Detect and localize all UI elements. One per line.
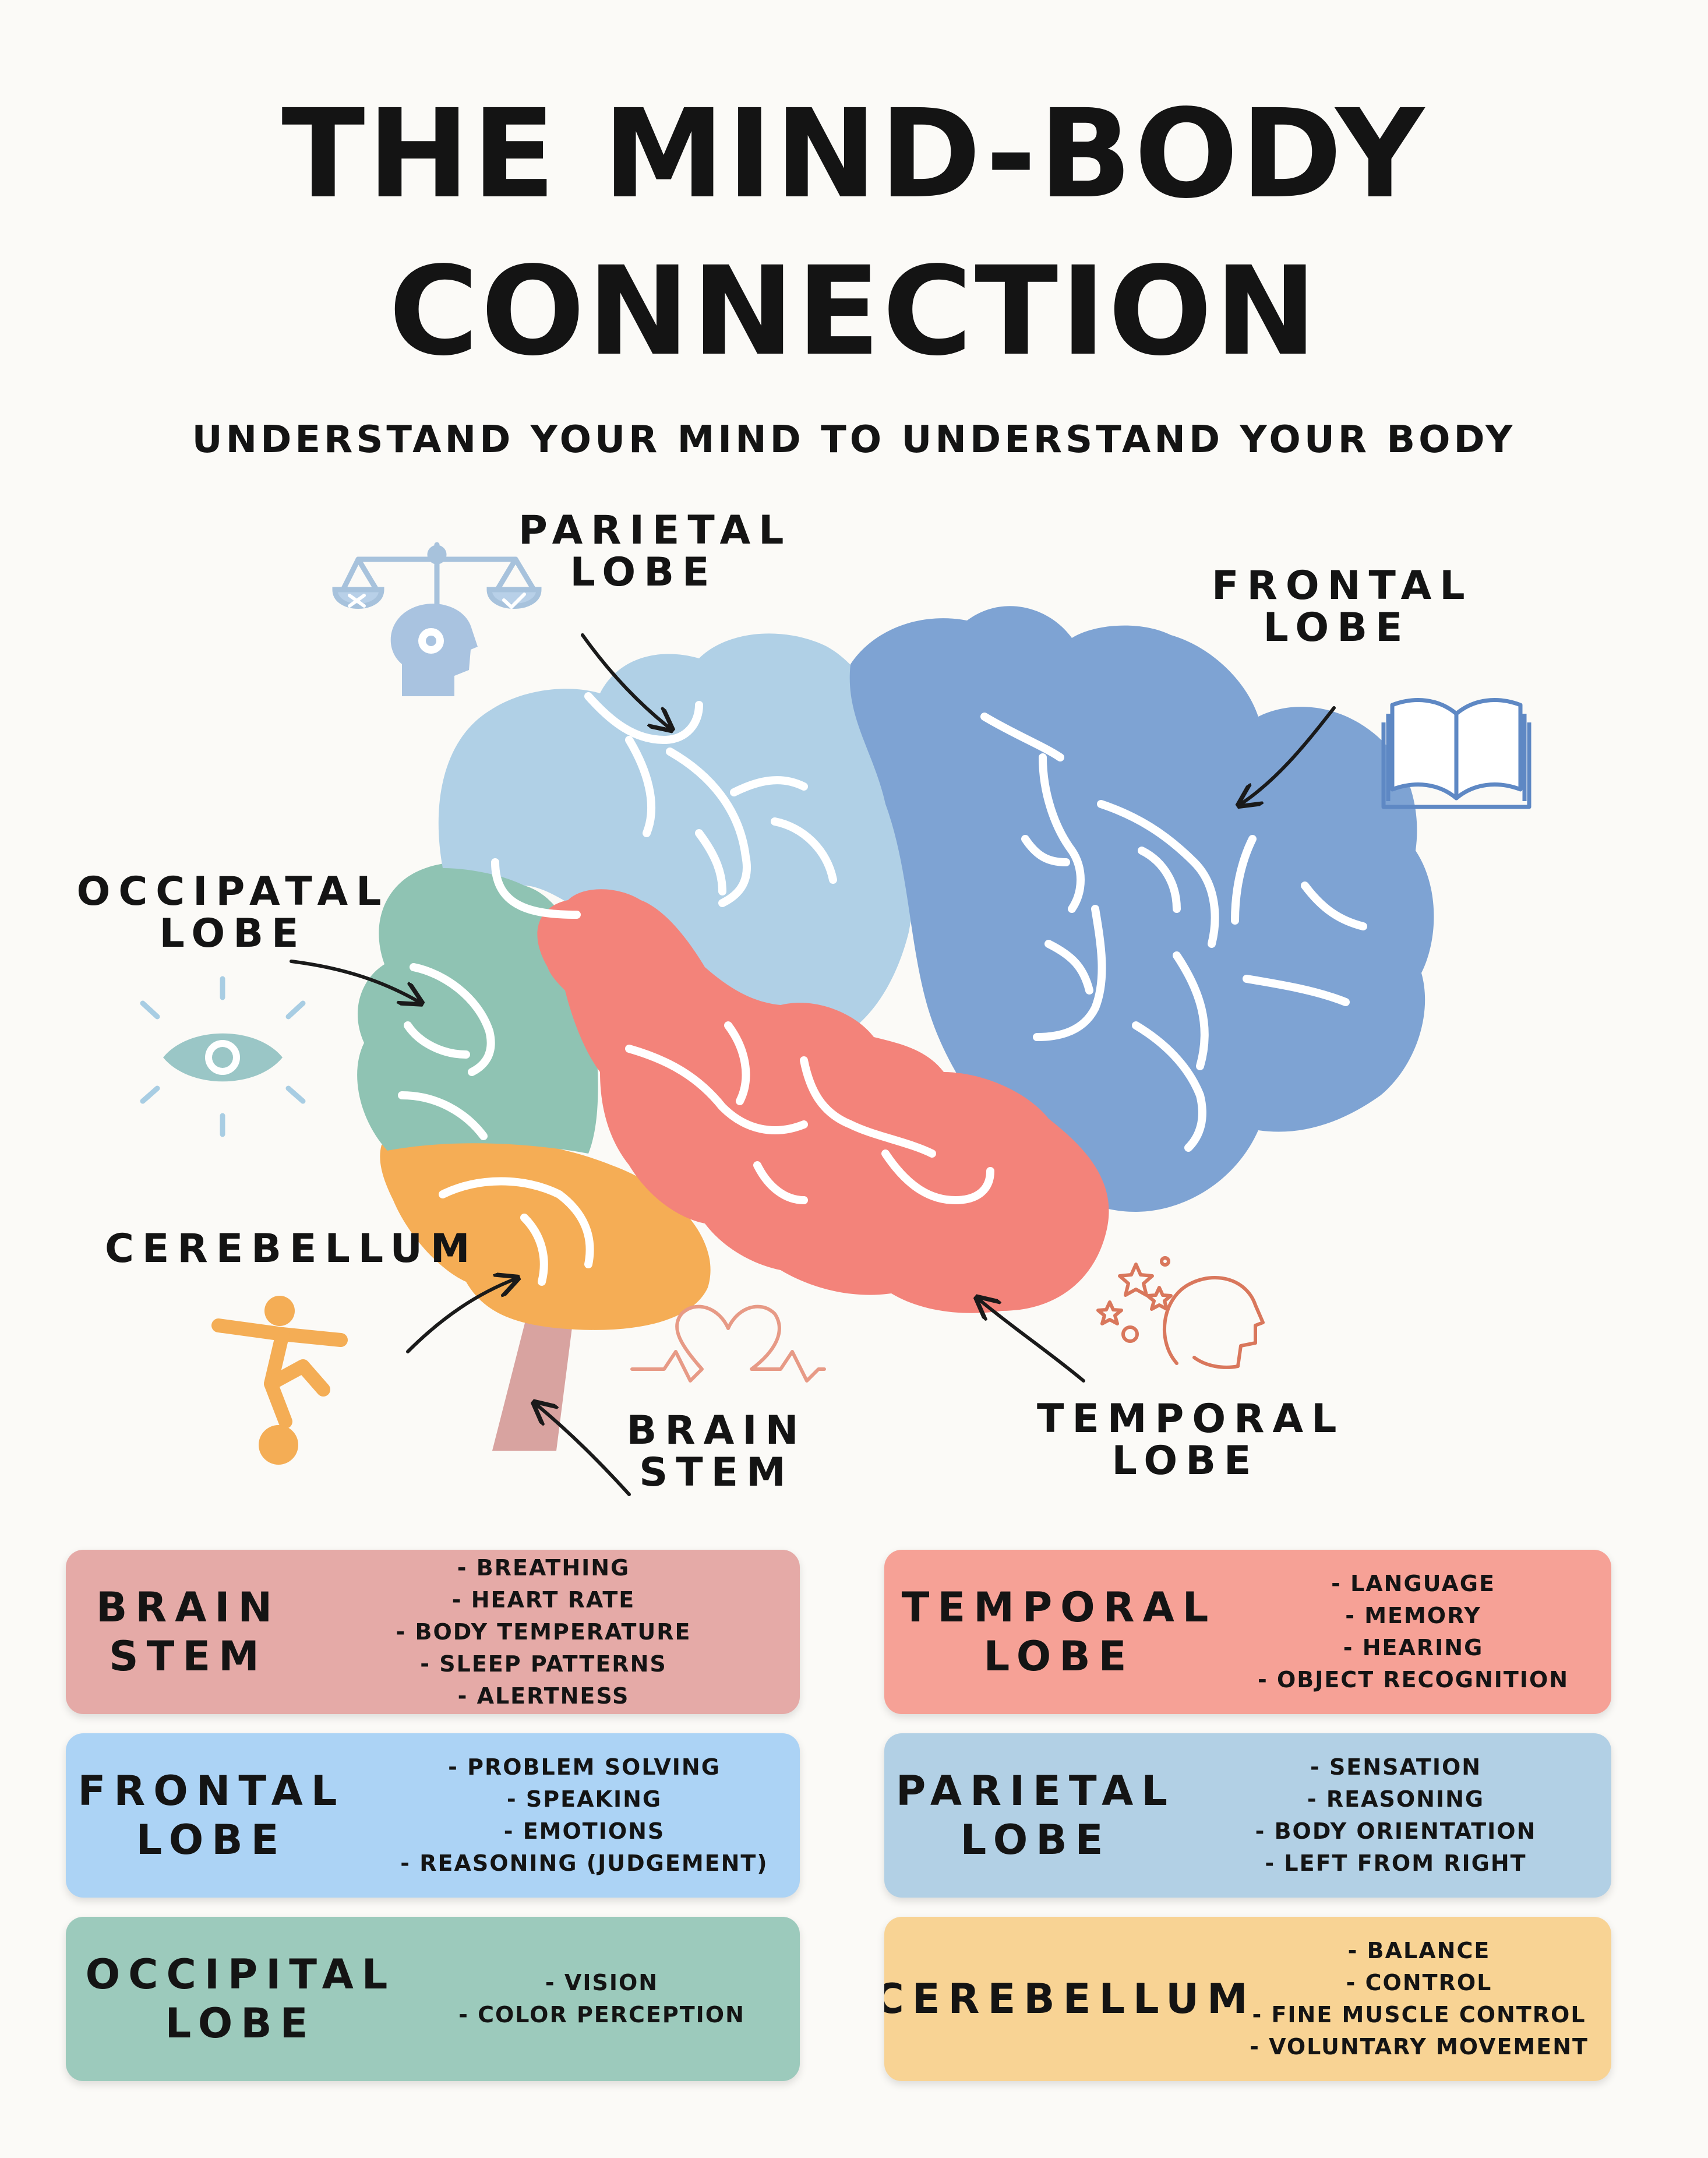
label-frontal-line-2: LOBE [1263,605,1411,651]
label-brain-stem-line-1: BRAIN [626,1408,807,1454]
card-temporal-name-2: LOBE [983,1632,1135,1680]
arrow-occipital [290,960,419,1002]
label-parietal-line-2: LOBE [570,549,718,595]
card-list-item: - BODY TEMPERATURE [396,1618,691,1645]
card-list-item: - FINE MUSCLE CONTROL [1252,2002,1586,2027]
page-title-line-1: THE MIND-BODY [281,83,1427,225]
label-brain-stem-line-2: STEM [639,1450,794,1496]
label-brain-stem: BRAIN STEM [617,1410,816,1494]
card-parietal-title: PARIETAL LOBE [884,1733,1187,1898]
card-occipital-name-2: LOBE [165,2000,316,2047]
card-frontal-lobe: FRONTAL LOBE - PROBLEM SOLVING - SPEAKING… [66,1733,800,1898]
card-frontal-name-2: LOBE [136,1816,287,1864]
card-list-item: - VISION [545,1970,659,1995]
card-frontal-title: FRONTAL LOBE [66,1733,357,1898]
label-occipital-lobe: OCCIPATAL LOBE [76,871,390,955]
balance-figure-icon [211,1296,348,1465]
arrow-temporal [979,1299,1085,1383]
card-occipital-list: - VISION - COLOR PERCEPTION [439,1917,765,2081]
card-list-item: - HEARING [1343,1635,1484,1660]
card-brain-stem-name-2: STEM [109,1632,267,1680]
card-list-item: - OBJECT RECOGNITION [1257,1667,1569,1692]
card-list-item: - LANGUAGE [1331,1571,1495,1596]
card-list-item: - HEART RATE [451,1586,636,1613]
label-frontal-line-1: FRONTAL [1212,563,1473,609]
card-list-item: - SENSATION [1310,1754,1482,1780]
head-gear-icon [390,604,478,696]
card-frontal-list: - PROBLEM SOLVING - SPEAKING - EMOTIONS - R… [375,1733,794,1898]
card-list-item: - SPEAKING [506,1786,662,1812]
frontal-lobe-region [849,606,1434,1212]
card-list-item: - ALERTNESS [457,1683,630,1709]
card-frontal-name-1: FRONTAL [77,1767,345,1815]
label-temporal-line-2: LOBE [1111,1438,1259,1484]
arrow-parietal [581,633,670,728]
card-list-item: - BREATHING [457,1554,630,1581]
label-temporal-line-1: TEMPORAL [1037,1396,1345,1442]
card-list-item: - VOLUNTARY MOVEMENT [1250,2034,1589,2060]
card-brain-stem-list: - BREATHING - HEART RATE - BODY TEMPERATUR… [287,1550,800,1714]
card-temporal-title: TEMPORAL LOBE [884,1550,1234,1714]
card-list-item: - CONTROL [1346,1970,1492,1995]
label-cerebellum: CEREBELLUM [105,1226,478,1272]
brain-stem-region [492,1314,574,1451]
card-list-item: - LEFT FROM RIGHT [1265,1850,1527,1876]
card-cerebellum-title: CEREBELLUM [884,1917,1248,2081]
label-parietal-lobe: PARIETAL LOBE [518,507,792,595]
label-parietal-line-1: PARIETAL [518,507,792,553]
card-brain-stem-name-1: BRAIN [96,1584,281,1631]
card-parietal-name-2: LOBE [960,1816,1111,1864]
gyri-lines [398,692,1367,1286]
card-occipital-lobe: OCCIPITAL LOBE - VISION - COLOR PERCEPTIO… [66,1917,800,2081]
label-cerebellum-line-1: CEREBELLUM [105,1226,478,1272]
arrow-brain-stem [536,1404,631,1496]
card-cerebellum-list: - BALANCE - CONTROL - FINE MUSCLE CONTROL -… [1238,1917,1600,2081]
card-list-item: - SLEEP PATTERNS [420,1651,667,1677]
card-parietal-list: - SENSATION - REASONING - BODY ORIENTATION… [1198,1733,1594,1898]
label-occipital-line-2: LOBE [159,911,307,957]
card-list-item: - EMOTIONS [503,1818,665,1844]
card-parietal-lobe: PARIETAL LOBE - SENSATION - REASONING - BO… [884,1733,1611,1898]
card-temporal-name-1: TEMPORAL [901,1584,1217,1631]
card-cerebellum-name-1: CEREBELLUM [884,1975,1256,2023]
card-list-item: - COLOR PERCEPTION [458,2002,745,2027]
card-list-item: - MEMORY [1345,1603,1481,1628]
label-arrows [290,633,1336,1496]
card-occipital-title: OCCIPITAL LOBE [66,1917,415,2081]
page-title: THE MIND-BODY CONNECTION [0,76,1708,390]
label-temporal-lobe: TEMPORAL LOBE [1037,1396,1345,1484]
card-list-item: - REASONING [1307,1786,1485,1812]
card-parietal-name-1: PARIETAL [896,1767,1176,1815]
parietal-lobe-region [438,633,913,1043]
arrow-frontal [1241,706,1336,804]
card-temporal-list: - LANGUAGE - MEMORY - HEARING - OBJECT RECO… [1227,1550,1600,1714]
label-occipital-line-1: OCCIPATAL [76,869,390,915]
card-occipital-name-1: OCCIPITAL [85,1951,396,1998]
card-list-item: - REASONING (JUDGEMENT) [400,1850,768,1876]
arrow-cerebellum [406,1279,516,1353]
brain-diagram [140,542,1531,1496]
head-stars-icon [1096,1256,1265,1369]
eye-icon [140,976,306,1137]
card-list-item: - BODY ORIENTATION [1255,1818,1537,1844]
heart-heartbeat-icon [630,1304,826,1383]
card-list-item: - PROBLEM SOLVING [448,1754,721,1780]
page-title-line-2: CONNECTION [389,240,1319,383]
card-temporal-lobe: TEMPORAL LOBE - LANGUAGE - MEMORY - HEARIN… [884,1550,1611,1714]
card-list-item: - BALANCE [1347,1938,1491,1963]
card-cerebellum: CEREBELLUM - BALANCE - CONTROL - FINE MUSC… [884,1917,1611,2081]
label-frontal-lobe: FRONTAL LOBE [1212,563,1473,651]
page-subtitle: UNDERSTAND YOUR MIND TO UNDERSTAND YOUR … [192,418,1516,461]
open-book-icon [1381,698,1531,809]
card-brain-stem-title: BRAIN STEM [66,1550,310,1714]
card-brain-stem: BRAIN STEM - BREATHING - HEART RATE - BODY… [66,1550,800,1714]
